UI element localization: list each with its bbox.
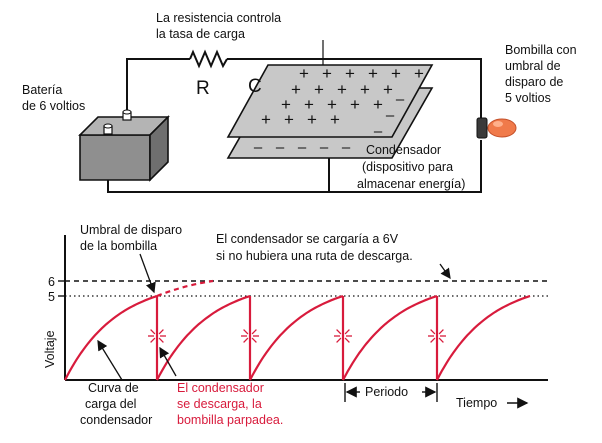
battery-label-line-1: Batería xyxy=(22,83,62,97)
charge-curve-segment xyxy=(436,294,531,381)
circuit: R La resistencia controla la tasa de car… xyxy=(22,11,577,193)
plus-charge: + xyxy=(304,95,314,114)
battery xyxy=(78,109,170,182)
charge-curve-segment xyxy=(156,294,251,381)
plus-charge: + xyxy=(291,80,301,99)
no-discharge-note-line-1: El condensador se cargaría a 6V xyxy=(216,232,399,246)
battery-terminal-negative xyxy=(103,123,113,135)
flash-icon xyxy=(334,327,352,345)
minus-charge: – xyxy=(298,139,307,156)
plus-charge: + xyxy=(414,64,424,83)
plus-charge: + xyxy=(307,110,317,129)
plus-charge: + xyxy=(281,95,291,114)
plus-charge: + xyxy=(368,64,378,83)
flash-icon xyxy=(428,327,446,345)
plus-charge: + xyxy=(373,95,383,114)
discharge-label-line-3: bombilla parpadea. xyxy=(177,413,283,427)
discharge-arrow xyxy=(159,346,177,377)
discharge-label-line-1: El condensador xyxy=(177,381,264,395)
bulb-label-line-1: Bombilla con xyxy=(505,43,577,57)
resistor-letter: R xyxy=(196,78,210,99)
charge-continuation-dashed xyxy=(156,279,214,298)
capacitor: ++++++++++++++++++++ –––––––– xyxy=(226,64,434,159)
battery-terminal-positive xyxy=(122,109,132,121)
capacitor-minus-charges: –––––––– xyxy=(254,91,405,156)
time-label: Tiempo xyxy=(456,396,497,410)
plus-charge: + xyxy=(391,64,401,83)
flash-icons xyxy=(148,327,446,345)
resistor-caption-line-2: la tasa de carga xyxy=(156,27,245,41)
capacitor-label-line-1: Condensador xyxy=(366,143,441,157)
plus-charge: + xyxy=(350,95,360,114)
bulb-label-line-4: 5 voltios xyxy=(505,91,551,105)
plus-charge: + xyxy=(261,110,271,129)
capacitor-top-plate xyxy=(226,64,434,138)
ytick-6-label: 6 xyxy=(48,275,55,289)
minus-charge: – xyxy=(276,139,285,156)
plus-charge: + xyxy=(322,64,332,83)
battery-label-line-2: de 6 voltios xyxy=(22,99,85,113)
capacitor-label-line-2: (dispositivo para xyxy=(362,160,453,174)
flash-icon xyxy=(148,327,166,345)
minus-charge: – xyxy=(396,91,405,108)
minus-charge: – xyxy=(374,123,383,140)
charge-curve-segment xyxy=(342,294,438,381)
period-bracket xyxy=(344,383,438,402)
bulb-label-line-2: umbral de xyxy=(505,59,561,73)
charge-curve-segment xyxy=(249,294,344,381)
resistor-caption-line-1: La resistencia controla xyxy=(156,11,281,25)
threshold-label-line-1: Umbral de disparo xyxy=(80,223,182,237)
plus-charge: + xyxy=(345,64,355,83)
capacitor-label-line-3: almacenar energía) xyxy=(357,177,465,191)
plus-charge: + xyxy=(383,80,393,99)
charge-curve-segment xyxy=(64,294,158,381)
plus-charge: + xyxy=(299,64,309,83)
minus-charge: – xyxy=(386,107,395,124)
plus-charge: + xyxy=(337,80,347,99)
plus-charge: + xyxy=(360,80,370,99)
threshold-label-line-2: de la bombilla xyxy=(80,239,157,253)
charge-curve-label-line-1: Curva de xyxy=(88,381,139,395)
plus-charge: + xyxy=(330,110,340,129)
flash-icon xyxy=(241,327,259,345)
plus-charge: + xyxy=(314,80,324,99)
capacitor-plus-charges: ++++++++++++++++++++ xyxy=(261,64,424,129)
minus-charge: – xyxy=(342,139,351,156)
no-discharge-note-line-2: si no hubiera una ruta de descarga. xyxy=(216,249,413,263)
y-axis-label: Voltaje xyxy=(43,330,57,368)
bulb-icon xyxy=(476,117,517,139)
plus-charge: + xyxy=(327,95,337,114)
no-discharge-arrow xyxy=(439,263,451,280)
minus-charge: – xyxy=(320,139,329,156)
minus-charge: – xyxy=(254,139,263,156)
charge-curve-arrow xyxy=(97,339,123,381)
period-label: Periodo xyxy=(365,385,408,399)
discharge-label-line-2: se descarga, la xyxy=(177,397,262,411)
ytick-5-label: 5 xyxy=(48,290,55,304)
charge-curve-label-line-3: condensador xyxy=(80,413,152,427)
bulb-label-line-3: disparo de xyxy=(505,75,563,89)
plus-charge: + xyxy=(284,110,294,129)
charge-curve-label-line-2: carga del xyxy=(85,397,136,411)
resistor-symbol xyxy=(189,49,228,69)
capacitor-letter: C xyxy=(248,76,262,97)
threshold-arrow xyxy=(139,253,156,294)
voltage-graph: 6 5 Voltaje Umbral de disparo de la bomb… xyxy=(43,223,548,427)
voltage-waveform xyxy=(64,279,531,381)
